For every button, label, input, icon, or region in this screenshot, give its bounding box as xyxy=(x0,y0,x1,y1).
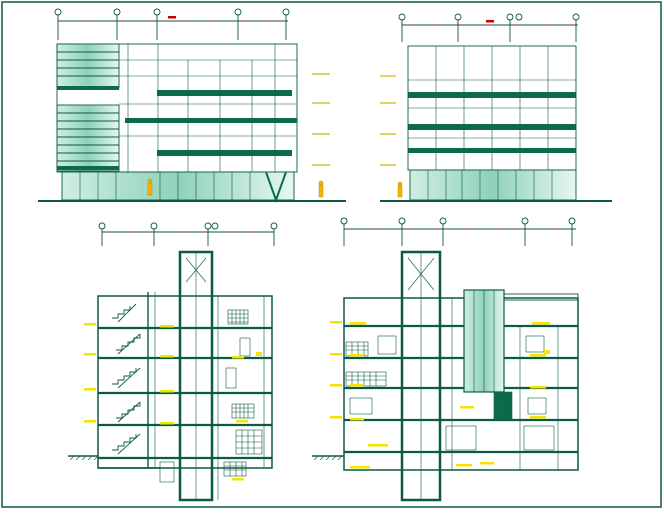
front-mullions xyxy=(79,172,251,200)
grid-bubble xyxy=(439,217,447,246)
grid-bubble xyxy=(282,8,290,40)
side-ground-glazing xyxy=(409,169,577,201)
grid-bubble xyxy=(234,8,242,40)
section-a-ground xyxy=(68,455,160,469)
section-a-stair xyxy=(112,303,141,455)
grid-bubble xyxy=(454,13,462,42)
section-b-dimension-line xyxy=(340,217,576,246)
grid-bubble xyxy=(398,217,406,246)
grid-bubble xyxy=(572,13,580,42)
section-a xyxy=(68,222,278,502)
front-floor-band xyxy=(57,86,119,90)
front-dimension-line xyxy=(54,8,290,40)
section-b-outline xyxy=(343,297,579,471)
section-b-slabs xyxy=(344,324,578,454)
level-markers xyxy=(380,75,396,166)
front-floor-band xyxy=(157,90,292,96)
front-louvre-left xyxy=(56,43,120,172)
grid-bubble xyxy=(521,217,529,246)
front-panel-grid xyxy=(119,44,297,172)
section-a-outline xyxy=(97,295,273,469)
front-floor-band xyxy=(157,150,292,156)
section-a-slabs xyxy=(98,326,272,460)
side-floor-band xyxy=(408,148,576,153)
grid-bubble xyxy=(211,222,219,230)
front-floor-band xyxy=(57,166,119,170)
section-b-ground xyxy=(312,455,344,461)
side-elevation xyxy=(380,13,612,202)
person-figure xyxy=(318,180,324,198)
grid-bubble xyxy=(153,8,161,40)
person-figure xyxy=(147,178,153,196)
grid-bubble xyxy=(506,13,514,42)
grid-bubble xyxy=(150,222,158,246)
front-floor-band xyxy=(125,118,297,123)
side-dimension-line xyxy=(398,13,580,42)
grid-bubble xyxy=(398,13,406,42)
section-b-roof xyxy=(503,293,579,301)
grid-bubble xyxy=(54,8,62,40)
side-floor-band xyxy=(408,92,576,98)
grid-bubble xyxy=(515,13,523,21)
side-floor-band xyxy=(408,124,576,130)
section-b-atrium-grid xyxy=(473,290,495,392)
section-a-labels xyxy=(84,323,262,481)
section-a-rooms xyxy=(159,296,265,500)
person-figure xyxy=(397,181,403,198)
front-elevation xyxy=(38,8,346,203)
section-b-labels xyxy=(330,321,550,469)
grid-bubble xyxy=(113,8,121,40)
grid-bubble xyxy=(204,222,212,246)
grid-bubble xyxy=(340,217,348,246)
section-b xyxy=(312,217,579,502)
level-markers xyxy=(312,73,330,166)
grid-bubble xyxy=(568,217,576,246)
side-mullions xyxy=(427,170,553,200)
section-a-dimension-line xyxy=(98,222,278,246)
grid-bubble xyxy=(270,222,278,246)
grid-bubble xyxy=(98,222,106,246)
